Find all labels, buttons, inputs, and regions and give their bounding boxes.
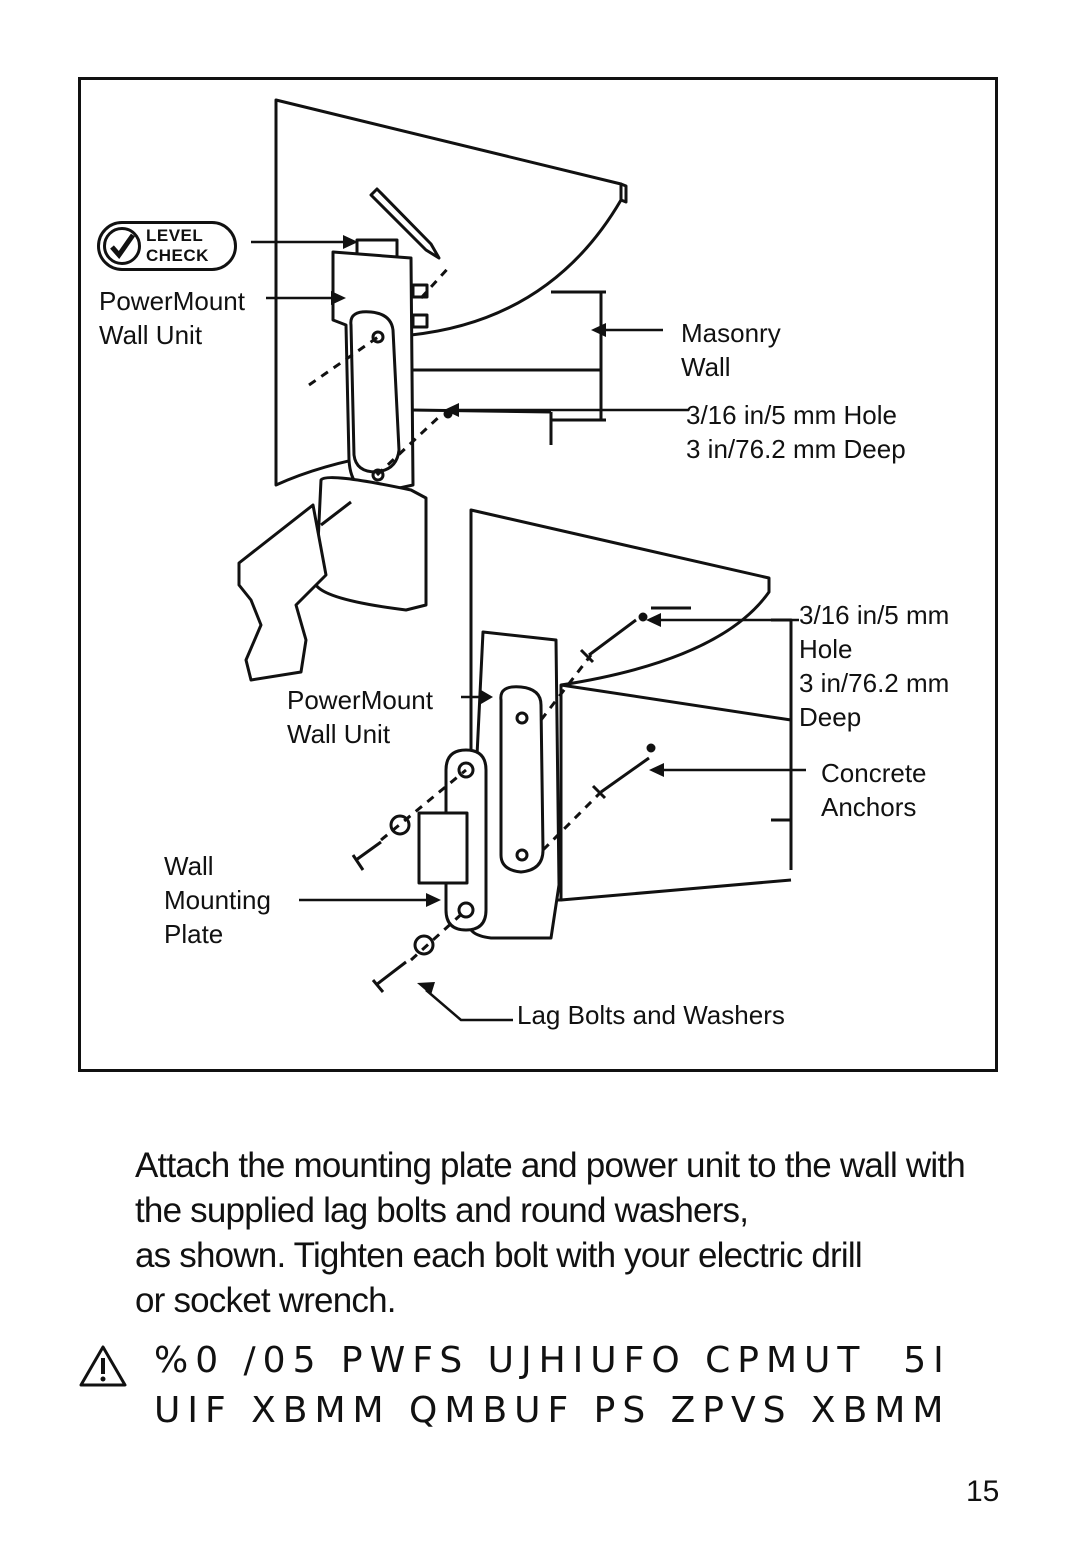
plate-bracket	[417, 811, 469, 885]
level-check-badge: LEVEL CHECK	[97, 221, 237, 271]
label-lag-bolts-washers: Lag Bolts and Washers	[517, 1000, 785, 1030]
page-number: 15	[966, 1475, 1000, 1508]
label-hole-depth-upper: 3/16 in/5 mm Hole 3 in/76.2 mm Deep	[686, 400, 906, 464]
drill-icon	[314, 476, 428, 612]
washer	[413, 934, 435, 956]
lag-bolt	[351, 840, 382, 871]
pencil-icon	[369, 187, 441, 260]
lag-bolt	[371, 960, 407, 993]
upper-wall-edge	[620, 182, 628, 204]
washer	[389, 814, 411, 836]
label-hole-depth-lower: 3/16 in/5 mm Hole 3 in/76.2 mm Deep	[799, 600, 950, 732]
concrete-anchor	[591, 756, 650, 800]
concrete-anchor	[579, 618, 637, 664]
check-icon	[103, 227, 141, 265]
warning-triangle-icon	[79, 1345, 127, 1387]
mounting-illustration	[237, 98, 806, 1022]
masonry-dimension	[411, 290, 606, 422]
label-concrete-anchors: Concrete Anchors	[821, 758, 927, 822]
label-masonry-wall: Masonry Wall	[681, 318, 781, 382]
warning-line-1: %0 /05 PWFS UJHIUFO CPMUT 5I	[154, 1340, 951, 1381]
label-powermount-wall-unit-lower: PowerMount Wall Unit	[287, 685, 433, 749]
label-powermount-wall-unit-upper: PowerMount Wall Unit	[99, 286, 245, 350]
warning-block: %0 /05 PWFS UJHIUFO CPMUT 5I UIF XBMM QM…	[78, 1340, 1078, 1440]
level-check-label: LEVEL CHECK	[146, 226, 209, 265]
warning-line-2: UIF XBMM QMBUF PS ZPVS XBMM	[154, 1390, 951, 1431]
installation-figure: LEVEL CHECK PowerMount Wall Unit Masonry…	[78, 77, 998, 1072]
instruction-paragraph: Attach the mounting plate and power unit…	[135, 1146, 966, 1320]
label-wall-mounting-plate: Wall Mounting Plate	[164, 851, 271, 949]
